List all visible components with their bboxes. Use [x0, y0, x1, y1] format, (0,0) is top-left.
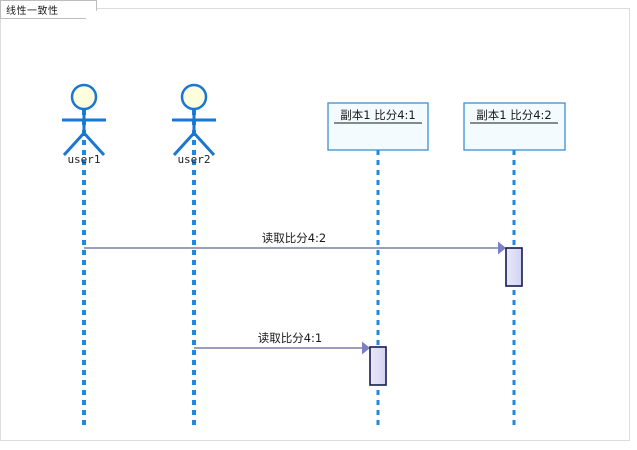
activation-bar-replica-2[interactable]: [505, 247, 523, 287]
lifelines-group: [82, 110, 516, 430]
actor-leg-left-line: [62, 131, 86, 157]
participant-label-replica-1: 副本1 比分4:1: [340, 108, 415, 122]
diagram-title-tab[interactable]: 线性一致性: [0, 0, 97, 19]
diagram-title-text: 线性一致性: [6, 6, 59, 17]
participant-label-replica-2: 副本1 比分4:2: [476, 108, 551, 122]
actor-label-user1: user1: [67, 153, 100, 166]
page-border: [0, 8, 630, 441]
actor-head-icon: [180, 83, 208, 111]
message-label-2: 读取比分4:1: [258, 331, 323, 345]
actor-label-user2: user2: [177, 153, 210, 166]
message-2[interactable]: 读取比分4:1: [194, 331, 370, 355]
actor-user2[interactable]: user2: [172, 83, 216, 166]
participant-box: [327, 102, 429, 151]
message-1[interactable]: 读取比分4:2: [84, 231, 506, 255]
actor-leg-left-line: [172, 131, 196, 157]
participant-replica-1[interactable]: 副本1 比分4:1: [327, 102, 429, 151]
actor-leg-right-line: [82, 131, 106, 157]
message-label-1: 读取比分4:2: [262, 231, 327, 245]
activation-bar-replica-1[interactable]: [369, 346, 387, 386]
actor-leg-right-line: [192, 131, 216, 157]
message-arrowhead-icon: [362, 341, 370, 355]
participant-box: [463, 102, 566, 151]
participant-replica-2[interactable]: 副本1 比分4:2: [463, 102, 566, 151]
actor-user1[interactable]: user1: [62, 83, 106, 166]
actor-head-icon: [70, 83, 98, 111]
message-arrowhead-icon: [498, 241, 506, 255]
